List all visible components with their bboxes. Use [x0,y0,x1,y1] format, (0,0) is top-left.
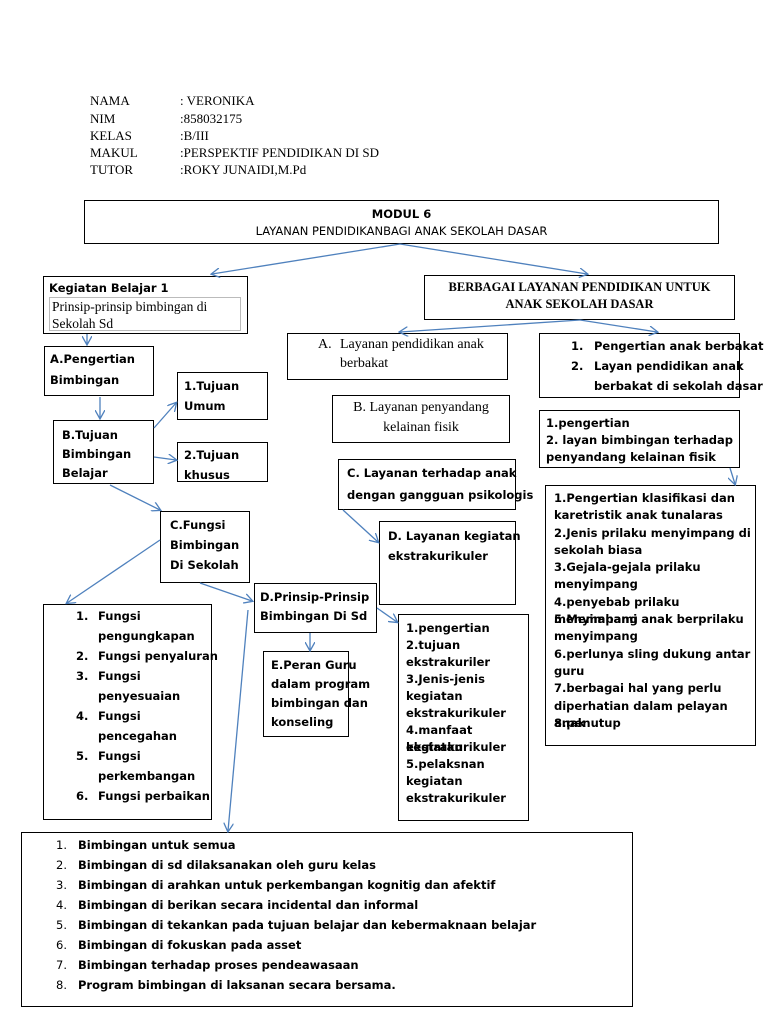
arrow [399,243,587,274]
fungsi-list-box: 1.Fungsi pengungkapan 2.Fungsi penyalura… [43,604,218,820]
info-label: TUTOR [90,162,134,177]
pengertian-bimbingan-box: A.Pengertian Bimbingan [44,346,154,396]
berbakat-list-box: 1. Pengertian anak berbakat 2. Layan pen… [539,333,763,398]
layanan-fisik-box: B. Layanan penyandang kelainan fisik [332,395,510,443]
prinsip-bimbingan-box: D.Prinsip-Prinsip Bimbingan Di Sd [254,583,377,633]
berbagai-layanan-box: BERBAGAI LAYANAN PENDIDIKAN UNTUK ANAK S… [424,275,735,320]
ekstra-list-box: 1.pengertian 2.tujuan ekstrakuriler 3.Je… [398,614,529,821]
arrow [228,609,249,831]
arrow [342,509,378,542]
layanan-ekstrakurikuler-box: D. Layanan kegiatan ekstrakurikuler [379,521,521,605]
kegiatan-belajar-title: Kegiatan Belajar 1 [49,281,169,295]
info-label: MAKUL [90,145,138,160]
arrow [376,607,397,622]
layanan-psikologis-box: C. Layanan terhadap anak dengan gangguan… [338,459,533,510]
arrow [153,403,176,429]
arrow [153,457,176,460]
info-value: :PERSPEKTIF PENDIDIKAN DI SD [180,145,379,160]
arrow [579,319,657,332]
info-label: KELAS [90,128,132,143]
fungsi-bimbingan-box: C.Fungsi Bimbingan Di Sekolah [160,511,250,583]
fisik-list-box: 1.pengertian 2. layan bimbingan terhadap… [539,410,740,468]
arrow [109,484,160,510]
ekstra-list: 1.pengertian 2.tujuan ekstrakuriler 3.Je… [406,621,506,805]
info-value: :B/III [180,128,209,143]
kegiatan-belajar-topic: Prinsip-prinsip bimbingan di Sekolah Sd [49,297,241,331]
module-title-box: MODUL 6 LAYANAN PENDIDIKANBAGI ANAK SEKO… [84,200,719,244]
kegiatan-belajar-box: Kegiatan Belajar 1 Prinsip-prinsip bimbi… [43,276,248,334]
layanan-berbakat-box: A. Layanan pendidikan anak berbakat [287,333,508,380]
tujuan-khusus-box: 2.Tujuan khusus [177,442,268,482]
tujuan-bimbingan-box: B.Tujuan Bimbingan Belajar [53,420,154,484]
arrow [199,582,252,601]
info-value: :858032175 [180,111,243,126]
tujuan-umum-box: 1.Tujuan Umum [177,372,268,420]
info-value: : VERONIKA [180,93,255,108]
tunalaras-list-box: 1.Pengertian klasifikasi dan karetristik… [545,485,756,746]
info-label: NAMA [90,93,130,108]
arrow [212,243,401,274]
prinsip-list-box: 1.Bimbingan untuk semua 2.Bimbingan di s… [21,832,633,1007]
module-title: MODUL 6 [371,207,432,221]
info-label: NIM [90,111,116,126]
tunalaras-list: 1.Pengertian klasifikasi dan karetristik… [554,491,751,730]
arrow [400,319,581,332]
arrow [730,467,735,484]
module-subtitle: LAYANAN PENDIDIKANBAGI ANAK SEKOLAH DASA… [255,224,548,238]
arrow [67,539,161,603]
info-value: :ROKY JUNAIDI,M.Pd [180,162,307,177]
peran-guru-box: E.Peran Guru dalam program bimbingan dan… [263,651,370,737]
